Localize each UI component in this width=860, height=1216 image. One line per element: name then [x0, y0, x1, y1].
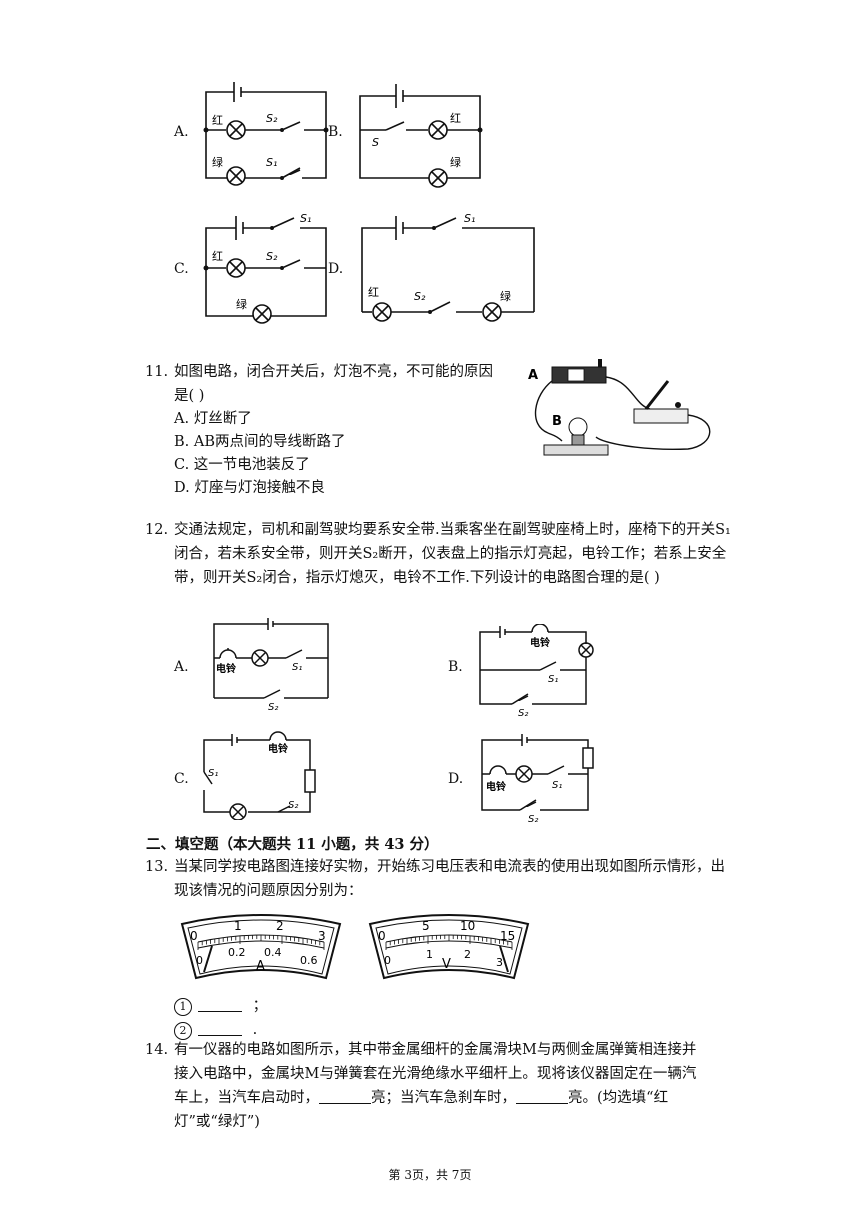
q13-blank-1-row: 1 ；	[174, 994, 267, 1018]
q12-d-s2-label: S₂	[528, 814, 538, 824]
q11-option-d: D. 灯座与灯泡接触不良	[174, 480, 325, 496]
circled-number-1: 1	[174, 998, 192, 1016]
q10-b-red-label: 红	[450, 112, 461, 125]
voltmeter-unit: V	[442, 957, 451, 972]
q14-blank-2[interactable]	[516, 1089, 568, 1104]
q12-b-s2-label: S₂	[518, 708, 528, 718]
question-11-number: 11.	[145, 364, 169, 380]
ammeter-top-tick-1: 1	[234, 919, 242, 933]
ammeter-figure: 0 1 2 3 0 0.2 0.4 0.6 A	[180, 914, 342, 980]
q12-circuit-c: S₁ 电铃 S₂	[203, 731, 316, 820]
ammeter-bottom-tick-1: 0.2	[228, 946, 246, 959]
ammeter-top-tick-3: 3	[318, 929, 326, 943]
ammeter-bottom-tick-3: 0.6	[300, 954, 318, 967]
question-12-text: 交通法规定，司机和副驾驶均要系安全带.当乘客坐在副驾驶座椅上时，座椅下的开关S₁…	[174, 522, 731, 586]
question-12: 12. 交通法规定，司机和副驾驶均要系安全带.当乘客坐在副驾驶座椅上时，座椅下的…	[145, 518, 736, 590]
q12-a-bell-label: 电铃	[216, 662, 237, 675]
q11-option-b: B. AB两点间的导线断路了	[174, 434, 346, 450]
q13-blank-2[interactable]	[198, 1021, 242, 1036]
q10-d-red-label: 红	[368, 286, 379, 299]
page-footer: 第 3页，共 7页	[388, 1168, 472, 1182]
question-14: 14. 有一仪器的电路如图所示，其中带金属细杆的金属滑块M与两侧金属弹簧相连接并…	[145, 1038, 706, 1134]
q12-option-b-label: B.	[448, 659, 463, 675]
q10-option-d-label: D.	[328, 261, 344, 277]
q11-option-c: C. 这一节电池装反了	[174, 457, 310, 473]
q12-option-a-label: A.	[174, 659, 189, 675]
q14-text-part-1: 有一仪器的电路如图所示，其中带金属细杆的金属滑块M与两侧金属弹簧相连接并接入电路…	[174, 1042, 697, 1106]
ammeter-unit: A	[256, 959, 265, 974]
q10-c-s1-label: S₁	[300, 212, 311, 225]
voltmeter-bottom-tick-0: 0	[384, 954, 391, 967]
q10-d-green-label: 绿	[500, 289, 511, 303]
q10-circuit-b: S 红 绿	[359, 84, 483, 188]
question-13-number: 13.	[145, 859, 169, 875]
voltmeter-top-tick-0: 0	[378, 929, 386, 943]
q10-circuit-d: S₁ 红 S₂ 绿	[361, 212, 535, 322]
question-14-number: 14.	[145, 1042, 169, 1058]
ammeter-top-tick-0: 0	[190, 929, 198, 943]
q10-d-s1-label: S₁	[464, 212, 475, 225]
q14-text-part-3: 亮。(均选填“红灯”或“绿灯”)	[174, 1090, 669, 1130]
q12-c-bell-label: 电铃	[268, 742, 289, 755]
q10-c-red-label: 红	[212, 250, 223, 263]
question-11: 11. 如图电路，闭合开关后，灯泡不亮，不可能的原因是( ) A. 灯丝断了 B…	[145, 360, 506, 500]
q10-d-s2-label: S₂	[414, 290, 426, 303]
voltmeter-bottom-tick-3: 3	[496, 956, 503, 969]
voltmeter-bottom-tick-2: 2	[464, 948, 471, 961]
q12-option-c-label: C.	[174, 771, 189, 787]
q10-b-green-label: 绿	[450, 155, 461, 169]
q12-option-d-label: D.	[448, 771, 464, 787]
q10-a-green-label: 绿	[212, 155, 223, 169]
q12-a-s1-label: S₁	[292, 662, 302, 673]
q12-circuit-a: 电铃 S₁ S₂	[213, 618, 329, 710]
question-12-number: 12.	[145, 522, 169, 538]
q10-circuit-a: 红 S₂ 绿 S₁	[203, 82, 329, 186]
q13-blank-1-tail: ；	[252, 998, 268, 1014]
q10-c-green-label: 绿	[236, 297, 247, 311]
voltmeter-figure: 0 5 10 15 0 1 2 3 V	[368, 914, 530, 980]
q12-d-bell-label: 电铃	[486, 780, 507, 793]
voltmeter-top-tick-3: 15	[500, 929, 515, 943]
ammeter-bottom-tick-2: 0.4	[264, 946, 282, 959]
q12-c-s2-label: S₂	[288, 800, 298, 811]
q13-blank-2-row: 2 .	[174, 1018, 267, 1042]
q10-a-s2-label: S₂	[266, 112, 278, 125]
q13-answer-blanks: 1 ； 2 .	[174, 994, 267, 1042]
ammeter-bottom-tick-0: 0	[196, 954, 203, 967]
section-2-title: 二、填空题（本大题共 11 小题，共 43 分）	[146, 836, 439, 853]
q12-d-s1-label: S₁	[552, 780, 562, 791]
voltmeter-top-tick-1: 5	[422, 919, 430, 933]
q14-text-part-2: 亮；当汽车急刹车时，	[371, 1090, 516, 1106]
q14-blank-1[interactable]	[319, 1089, 371, 1104]
q13-blank-1[interactable]	[198, 997, 242, 1012]
q10-option-a-label: A.	[174, 124, 189, 140]
question-13: 13. 当某同学按电路图连接好实物，开始练习电压表和电流表的使用出现如图所示情形…	[145, 855, 736, 903]
q11-option-a: A. 灯丝断了	[174, 411, 252, 427]
ammeter-top-tick-2: 2	[276, 919, 284, 933]
q10-c-s2-label: S₂	[266, 250, 278, 263]
q12-a-s2-label: S₂	[268, 702, 278, 710]
question-13-text: 当某同学按电路图连接好实物，开始练习电压表和电流表的使用出现如图所示情形，出现该…	[174, 859, 725, 899]
question-14-text: 有一仪器的电路如图所示，其中带金属细杆的金属滑块M与两侧金属弹簧相连接并接入电路…	[174, 1038, 706, 1134]
q12-circuit-b: 电铃 S₁ S₂	[479, 624, 594, 718]
q10-option-b-label: B.	[328, 124, 343, 140]
q11-circuit-figure: A B	[528, 359, 711, 456]
voltmeter-top-tick-2: 10	[460, 919, 475, 933]
q12-b-s1-label: S₁	[548, 674, 558, 685]
circled-number-2: 2	[174, 1022, 192, 1040]
q12-c-s1-label: S₁	[208, 768, 218, 779]
q10-a-s1-label: S₁	[266, 156, 277, 169]
q13-blank-2-tail: .	[252, 1022, 258, 1038]
q10-option-c-label: C.	[174, 261, 189, 277]
q12-b-bell-label: 电铃	[530, 636, 551, 649]
q10-circuit-c: S₁ 红 S₂ 绿	[203, 212, 327, 324]
q10-b-s-label: S	[372, 136, 379, 149]
q11-point-a-label: A	[528, 368, 538, 383]
q12-circuit-d: 电铃 S₁ S₂	[481, 734, 594, 824]
q10-a-red-label: 红	[212, 114, 223, 127]
voltmeter-bottom-tick-1: 1	[426, 948, 433, 961]
q11-point-b-label: B	[552, 414, 562, 429]
question-11-text: 如图电路，闭合开关后，灯泡不亮，不可能的原因是( )	[174, 364, 493, 404]
